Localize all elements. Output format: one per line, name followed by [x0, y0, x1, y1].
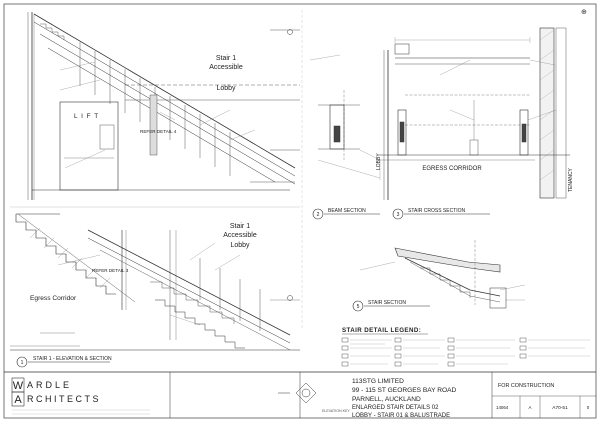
sheet-title-line1: ENLARGED STAIR DETAILS 02: [352, 405, 439, 411]
view-2-number: 2: [317, 212, 320, 218]
stair-section-lower: [10, 206, 300, 351]
stair-legend: STAIR DETAIL LEGEND:: [341, 327, 590, 367]
view-5-title: STAIR SECTION: [368, 300, 406, 306]
stair-1-lower-room: Lobby: [230, 242, 250, 249]
title-block: W A ARDLE RCHITECTS ELEVATION KEY 113STG…: [4, 371, 596, 419]
logo-a-mark: A: [14, 394, 22, 406]
tenancy-wall: ⊕: [535, 9, 587, 199]
view-1-number: 1: [21, 360, 24, 366]
refer-detail-3: REFER DETAIL 3: [92, 268, 129, 273]
stair-elevation-upper: [27, 12, 300, 200]
lobby-vertical-label: LOBBY: [376, 153, 382, 170]
beam-section: [309, 54, 381, 180]
client-name: 113STG LIMITED: [352, 378, 404, 385]
lift-label: L I F T: [74, 113, 99, 120]
stair-1-lower-title: Stair 1: [230, 223, 250, 230]
firm-name-line2: RCHITECTS: [27, 394, 101, 404]
legend-title: STAIR DETAIL LEGEND:: [342, 327, 421, 334]
project-address-line2: PARNELL, AUCKLAND: [352, 396, 421, 403]
view-1-title: STAIR 1 - ELEVATION & SECTION: [33, 356, 112, 362]
leader-lines-cross: [439, 59, 557, 121]
tenancy-vertical-label: TENANCY: [568, 167, 574, 192]
drawing-number: A70-51: [552, 405, 568, 411]
view-3-number: 3: [397, 212, 400, 218]
leader-lines-section: [359, 261, 526, 301]
north-arrow-icon: ⊕: [581, 9, 587, 16]
revision-number: 0: [587, 405, 590, 410]
view-2-tag: 2 BEAM SECTION: [312, 208, 380, 220]
egress-corridor-lower: Egress Corridor: [30, 295, 77, 302]
view-1-tag: 1 STAIR 1 - ELEVATION & SECTION: [16, 356, 112, 368]
view-3-tag: 3 STAIR CROSS SECTION: [392, 208, 490, 220]
refer-detail-4: REFER DETAIL 4: [140, 129, 177, 134]
elevation-key-label: ELEVATION KEY: [322, 409, 350, 413]
firm-name-line1: ARDLE: [27, 380, 72, 390]
stair-1-upper-title: Stair 1: [216, 55, 236, 62]
sheet-title-line2: LOBBY - STAIR 01 & BALUSTRADE: [352, 413, 450, 419]
view-5-tag: 5 STAIR SECTION: [352, 300, 430, 312]
view-5-number: 5: [357, 304, 360, 310]
view-labels: Stair 1 Accessible Lobby REFER DETAIL 4 …: [30, 55, 574, 302]
stair-1-upper-subtitle: Accessible: [209, 64, 243, 71]
stair-cross-section: [380, 37, 535, 200]
egress-corridor-label: EGRESS CORRIDOR: [422, 166, 482, 172]
logo-w-mark: W: [13, 380, 24, 392]
status-label: FOR CONSTRUCTION: [498, 383, 554, 389]
project-number: 14064: [496, 405, 509, 410]
stair-1-upper-room: Lobby: [216, 85, 236, 92]
stair-section-detail: [394, 240, 507, 309]
leader-lines-lower: [57, 242, 241, 326]
sheet-size: A: [529, 405, 532, 410]
project-address-line1: 99 - 115 ST GEORGES BAY ROAD: [352, 387, 457, 394]
leader-lines-upper: [59, 61, 256, 169]
stair-1-lower-subtitle: Accessible: [223, 232, 257, 239]
view-3-title: STAIR CROSS SECTION: [408, 208, 466, 214]
view-2-title: BEAM SECTION: [328, 208, 366, 214]
